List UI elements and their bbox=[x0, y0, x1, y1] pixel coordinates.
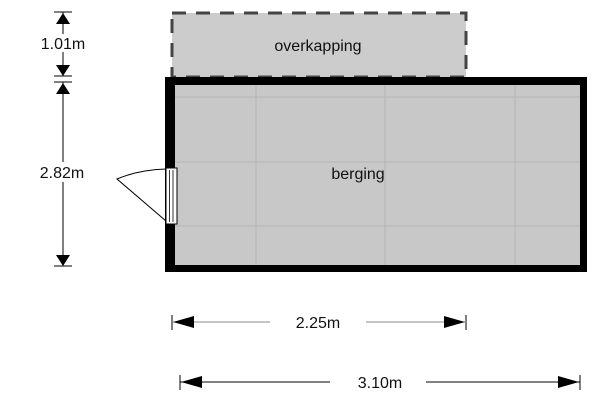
dimension-overkapping-depth: 1.01m bbox=[20, 11, 106, 77]
door bbox=[116, 167, 178, 225]
berging-label: berging bbox=[331, 166, 384, 183]
berging-room: berging bbox=[165, 77, 587, 272]
overkapping-label: overkapping bbox=[274, 38, 361, 55]
overkapping-depth-label: 1.01m bbox=[41, 36, 85, 53]
berging-width-label: 3.10m bbox=[358, 375, 402, 392]
overkapping-width-label: 2.25m bbox=[296, 315, 340, 332]
overkapping-area: overkapping bbox=[170, 11, 468, 79]
dimension-berging-depth: 2.82m bbox=[18, 81, 108, 267]
floor-grid bbox=[175, 85, 580, 265]
berging-depth-label: 2.82m bbox=[40, 165, 84, 182]
dimension-overkapping-width: 2.25m bbox=[171, 312, 467, 332]
dimension-berging-width: 3.10m bbox=[179, 372, 581, 392]
